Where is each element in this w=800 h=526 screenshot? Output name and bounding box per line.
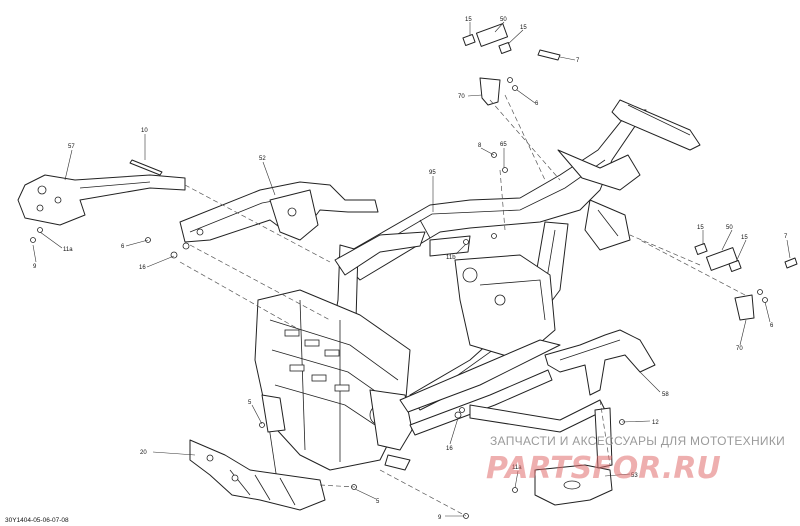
- callout-7-a: 7: [576, 58, 580, 64]
- callout-53: 53: [631, 473, 638, 479]
- callout-70-b: 70: [736, 346, 743, 352]
- hardware-clip-set-top: [462, 23, 561, 106]
- callout-9-b: 9: [438, 515, 442, 521]
- callout-5-a: 5: [248, 400, 252, 406]
- frame-upper-spine: [337, 99, 701, 281]
- callout-50-a: 50: [500, 17, 507, 23]
- watermark-caption: ЗАПЧАСТИ И АКСЕССУАРЫ ДЛЯ МОТОТЕХНИКИ: [490, 434, 785, 448]
- callout-20: 20: [140, 450, 147, 456]
- callout-65: 65: [500, 142, 507, 148]
- callout-11a-b: 11a: [512, 465, 522, 471]
- part-58-bracket: [544, 329, 656, 396]
- callout-57: 57: [68, 144, 75, 150]
- frame-rear-cage: [254, 289, 413, 501]
- callout-11a-a: 11a: [63, 247, 73, 253]
- part-57-bracket: [17, 174, 186, 226]
- leader-lines: [32, 21, 791, 517]
- hardware-clip-set-right: [694, 243, 798, 321]
- callout-16-a: 16: [139, 265, 146, 271]
- callout-5-b: 5: [376, 499, 380, 505]
- frame-lower-tubes: [399, 339, 606, 436]
- watermark: ЗАПЧАСТИ И АКСЕССУАРЫ ДЛЯ МОТОТЕХНИКИ PA…: [486, 434, 785, 486]
- callout-16-b: 16: [446, 446, 453, 452]
- reference-code: 30Y1404-05-06-07-08: [5, 517, 69, 524]
- assembly-lines: [179, 94, 746, 517]
- callout-6-a: 6: [535, 101, 539, 107]
- callout-7-b: 7: [784, 234, 788, 240]
- callout-15-b: 15: [520, 25, 527, 31]
- callout-8: 8: [478, 143, 482, 149]
- callout-50-b: 50: [726, 225, 733, 231]
- callout-6-c: 6: [770, 323, 774, 329]
- callout-15-d: 15: [741, 235, 748, 241]
- callout-52: 52: [259, 156, 266, 162]
- part-53-footrest: [534, 407, 613, 506]
- callout-58: 58: [662, 392, 669, 398]
- callout-15-c: 15: [697, 225, 704, 231]
- frame-engine-mount: [429, 235, 556, 361]
- callout-labels: 15 50 15 7 70 6 10 57 52 95 8 65 6 16 11…: [33, 17, 788, 521]
- callout-70-a: 70: [458, 94, 465, 100]
- callout-15-a: 15: [465, 17, 472, 23]
- part-52-bracket: [179, 181, 379, 243]
- part-20-footrest: [189, 439, 326, 511]
- hardware-bolts: [30, 152, 625, 519]
- watermark-logo: PARTSFOR.RU: [486, 451, 721, 486]
- callout-95: 95: [429, 170, 436, 176]
- callout-10: 10: [141, 128, 148, 134]
- callout-11b: 11b: [446, 255, 456, 261]
- callout-9-a: 9: [33, 264, 37, 270]
- callout-6-b: 6: [121, 244, 125, 250]
- callout-12: 12: [652, 420, 659, 426]
